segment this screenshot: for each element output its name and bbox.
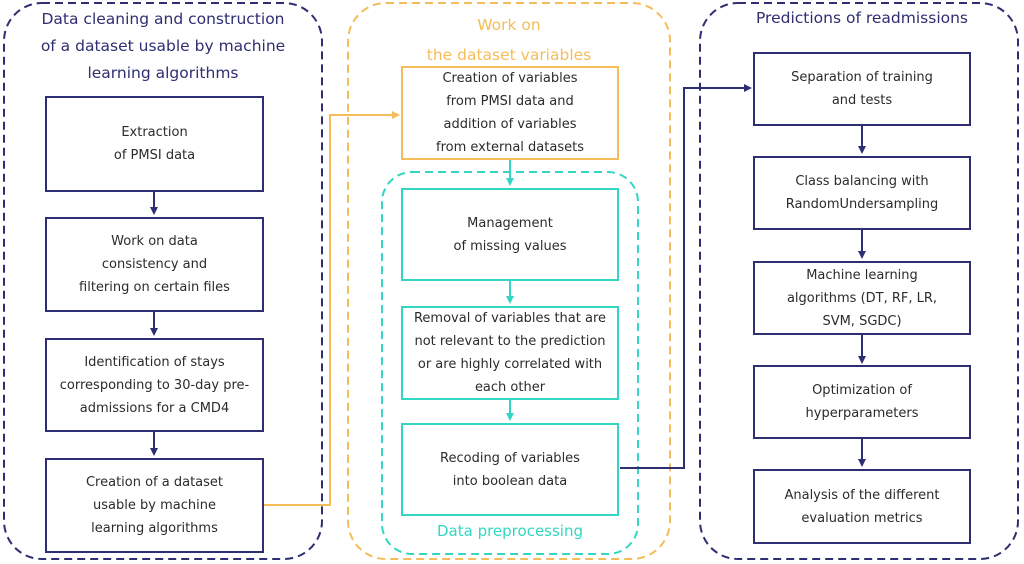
step-text-line: Machine learning <box>806 267 918 283</box>
step-text-line: Extraction <box>121 125 188 140</box>
step-text-line: Separation of training <box>791 70 933 85</box>
step-data-consistency: Work on data consistency and filtering o… <box>45 217 264 312</box>
step-separation-training: Separation of training and tests <box>753 52 971 126</box>
step-text-line: algorithms (DT, RF, LR, <box>786 290 938 306</box>
step-text-line: Creation of variables <box>442 71 578 86</box>
step-optimization: Optimization of hyperparameters <box>753 365 971 439</box>
panel-left-title-line: Data cleaning and construction <box>41 10 285 28</box>
step-text-line: RandomUndersampling <box>785 197 939 212</box>
panel-left-title-line: learning algorithms <box>87 64 239 82</box>
panel-right-title-line: Predictions of readmissions <box>755 9 969 27</box>
step-text-line: SVM, SGDC) <box>822 313 902 329</box>
panel-left-title: Data cleaning and construction of a data… <box>14 6 312 87</box>
step-text-line: hyperparameters <box>805 406 919 421</box>
step-remove-variables: Removal of variables that are not releva… <box>401 306 619 400</box>
step-text-line: filtering on certain files <box>79 280 230 295</box>
step-text-line: Removal of variables that are <box>413 311 607 326</box>
step-text-line: of missing values <box>453 238 567 254</box>
arrow-left-to-middle <box>264 111 400 506</box>
panel-right-frame <box>699 2 1019 560</box>
panel-middle-title-line: Work on <box>477 16 541 34</box>
step-text-line: and tests <box>831 93 893 108</box>
step-extraction: Extraction of PMSI data <box>45 96 264 192</box>
panel-middle-title-line: the dataset variables <box>426 46 592 64</box>
panel-middle-title: Work on the dataset variables <box>358 10 660 70</box>
step-text-line: Recoding of variables <box>440 450 580 466</box>
step-ml-algorithms: Machine learning algorithms (DT, RF, LR,… <box>753 261 971 335</box>
step-text-line: admissions for a CMD4 <box>79 400 230 416</box>
step-text-line: Optimization of <box>812 383 912 398</box>
step-text-line: Management <box>467 215 553 231</box>
preprocessing-label: Data preprocessing <box>392 518 628 545</box>
step-create-variables: Creation of variables from PMSI data and… <box>401 66 619 160</box>
step-evaluation-metrics: Analysis of the different evaluation met… <box>753 469 971 544</box>
step-text-line: each other <box>474 380 546 395</box>
step-text-line: Identification of stays <box>84 354 225 370</box>
step-text-line: evaluation metrics <box>801 510 923 526</box>
step-class-balancing: Class balancing with RandomUndersampling <box>753 156 971 230</box>
step-text-line: or are highly correlated with <box>417 357 603 372</box>
step-text-line: not relevant to the prediction <box>414 334 606 349</box>
preprocessing-label-text: Data preprocessing <box>436 522 583 540</box>
step-text-line: of PMSI data <box>113 148 196 163</box>
step-text-line: into boolean data <box>452 473 568 489</box>
step-text-line: Class balancing with <box>795 174 929 189</box>
panel-left-title-line: of a dataset usable by machine <box>40 37 286 55</box>
step-identification-of-stays: Identification of stays corresponding to… <box>45 338 264 432</box>
arrow-middle-to-right <box>620 84 752 469</box>
panel-left-frame <box>3 2 323 560</box>
step-missing-values: Management of missing values <box>401 188 619 281</box>
step-text-line: addition of variables <box>443 117 577 132</box>
panel-right-title: Predictions of readmissions <box>710 5 1014 32</box>
step-text-line: from external datasets <box>436 140 584 155</box>
step-text-line: Analysis of the different <box>784 487 940 503</box>
panel-middle-frame <box>347 2 671 560</box>
step-text-line: from PMSI data and <box>446 94 574 109</box>
step-text-line: Work on data <box>111 234 198 249</box>
step-text-line: usable by machine <box>93 498 216 513</box>
step-text-line: learning algorithms <box>91 521 218 536</box>
step-text-line: corresponding to 30-day pre- <box>59 377 250 393</box>
step-text-line: Creation of a dataset <box>85 475 224 490</box>
step-recoding-variables: Recoding of variables into boolean data <box>401 423 619 516</box>
step-text-line: consistency and <box>101 257 208 272</box>
step-create-dataset: Creation of a dataset usable by machine … <box>45 458 264 553</box>
